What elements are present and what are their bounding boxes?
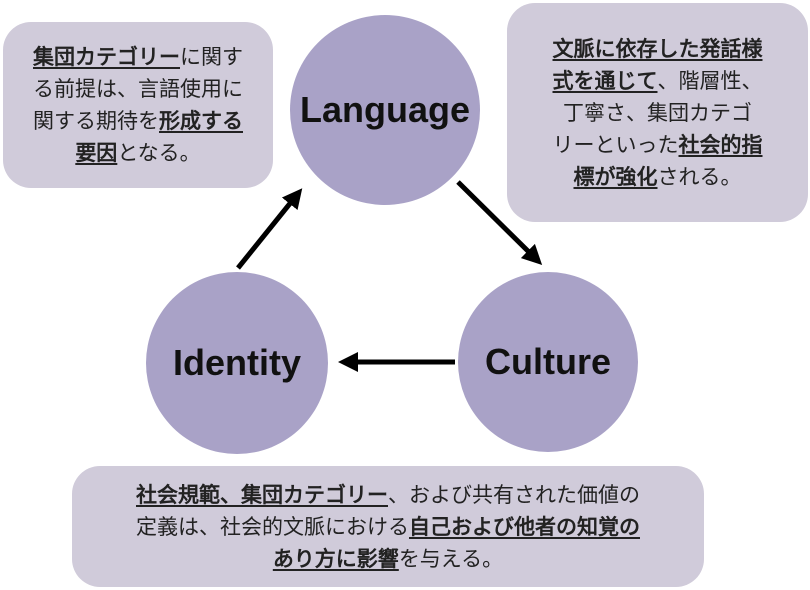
emphasis-text: 社会規範、集団カテゴリー bbox=[136, 482, 388, 507]
body-text: リーといった bbox=[552, 132, 679, 157]
node-culture-label: Culture bbox=[485, 341, 611, 382]
text-line: 標が強化される。 bbox=[574, 161, 742, 193]
body-text: を与える。 bbox=[398, 546, 504, 571]
node-identity: Identity bbox=[146, 272, 328, 454]
text-line: 集団カテゴリーに関す bbox=[33, 41, 243, 73]
arrow-identity-to-language bbox=[236, 188, 303, 270]
body-text: 定義は、社会的文脈における bbox=[136, 514, 409, 539]
node-language-label: Language bbox=[299, 89, 470, 130]
node-identity-label: Identity bbox=[172, 342, 301, 383]
body-text: される。 bbox=[657, 164, 742, 189]
emphasis-text: 標が強化 bbox=[573, 164, 658, 189]
text-line: 関する期待を形成する bbox=[33, 105, 243, 137]
emphasis-text: 形成する bbox=[159, 109, 243, 133]
emphasis-text: 式を通じて bbox=[552, 68, 658, 93]
body-text: に関す bbox=[180, 45, 243, 69]
body-text: となる。 bbox=[117, 141, 201, 165]
emphasis-text: 社会的指 bbox=[678, 132, 763, 157]
emphasis-text: 要因 bbox=[75, 141, 118, 165]
text-line: あり方に影響を与える。 bbox=[273, 543, 503, 575]
text-line: 定義は、社会的文脈における自己および他者の知覚の bbox=[136, 511, 640, 543]
emphasis-text: 集団カテゴリー bbox=[33, 45, 180, 69]
body-text: 関する期待を bbox=[33, 109, 159, 133]
node-language: Language bbox=[290, 15, 480, 205]
note-language-reinforcement: 文脈に依存した発話様式を通じて、階層性、丁寧さ、集団カテゴリーといった社会的指標… bbox=[507, 3, 808, 222]
body-text: 、および共有された価値の bbox=[388, 482, 640, 507]
node-culture: Culture bbox=[458, 272, 638, 452]
emphasis-text: あり方に影響 bbox=[272, 546, 399, 571]
text-line: 文脈に依存した発話様 bbox=[553, 33, 763, 65]
text-line: る前提は、言語使用に bbox=[33, 73, 243, 105]
body-text: る前提は、言語使用に bbox=[33, 77, 243, 101]
text-line: リーといった社会的指 bbox=[553, 129, 763, 161]
text-line: 要因となる。 bbox=[75, 137, 200, 169]
text-line: 丁寧さ、集団カテゴ bbox=[563, 97, 752, 129]
text-line: 社会規範、集団カテゴリー、および共有された価値の bbox=[136, 479, 640, 511]
emphasis-text: 文脈に依存した発話様 bbox=[552, 36, 763, 61]
body-text: 丁寧さ、集団カテゴ bbox=[563, 100, 752, 125]
note-language-formation: 集団カテゴリーに関する前提は、言語使用に関する期待を形成する要因となる。 bbox=[3, 22, 273, 188]
arrow-language-to-culture bbox=[456, 180, 543, 266]
text-line: 式を通じて、階層性、 bbox=[553, 65, 763, 97]
body-text: 、階層性、 bbox=[657, 68, 763, 93]
note-culture-identity: 社会規範、集団カテゴリー、および共有された価値の定義は、社会的文脈における自己お… bbox=[72, 466, 704, 587]
emphasis-text: 自己および他者の知覚の bbox=[409, 514, 640, 539]
